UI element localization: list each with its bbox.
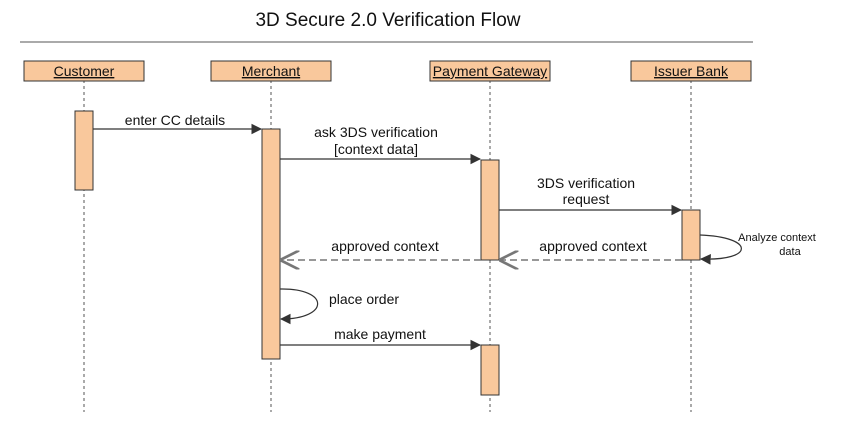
- message-label: data: [779, 246, 801, 258]
- participant-customer: Customer: [23, 60, 145, 82]
- activation-merchant: [261, 128, 281, 360]
- message-approved-context-gateway: approved context: [282, 238, 481, 260]
- message-label: request: [563, 191, 610, 207]
- message-label: enter CC details: [125, 112, 225, 128]
- message-label: 3DS verification: [537, 175, 635, 191]
- message-label: [context data]: [334, 141, 418, 157]
- participant-label: Merchant: [242, 63, 300, 79]
- message-place-order: place order: [279, 288, 399, 325]
- message-label: make payment: [334, 326, 426, 342]
- participant-gateway: Payment Gateway: [429, 60, 551, 82]
- message-label: approved context: [539, 238, 647, 254]
- participant-issuer: Issuer Bank: [630, 60, 752, 82]
- message-label: approved context: [331, 238, 439, 254]
- message-analyze-context-data: Analyze context data: [699, 232, 816, 265]
- participant-label: Issuer Bank: [654, 63, 729, 79]
- activation-gateway-2: [480, 344, 500, 396]
- activation-issuer: [681, 209, 701, 261]
- message-3ds-verification-request: 3DS verification request: [499, 175, 683, 216]
- participant-label: Customer: [54, 63, 115, 79]
- message-label: place order: [329, 291, 399, 307]
- message-make-payment: make payment: [280, 326, 482, 351]
- participant-label: Payment Gateway: [433, 63, 547, 79]
- message-approved-context-issuer: approved context: [501, 238, 682, 260]
- activation-customer: [74, 110, 94, 191]
- activation-gateway-1: [480, 159, 500, 261]
- message-ask-3ds-verification: ask 3DS verification [context data]: [280, 124, 482, 165]
- message-enter-cc-details: enter CC details: [93, 112, 263, 135]
- diagram-title: 3D Secure 2.0 Verification Flow: [255, 10, 520, 31]
- participant-merchant: Merchant: [210, 60, 332, 82]
- message-label: ask 3DS verification: [314, 124, 438, 140]
- message-label: Analyze context: [738, 232, 816, 244]
